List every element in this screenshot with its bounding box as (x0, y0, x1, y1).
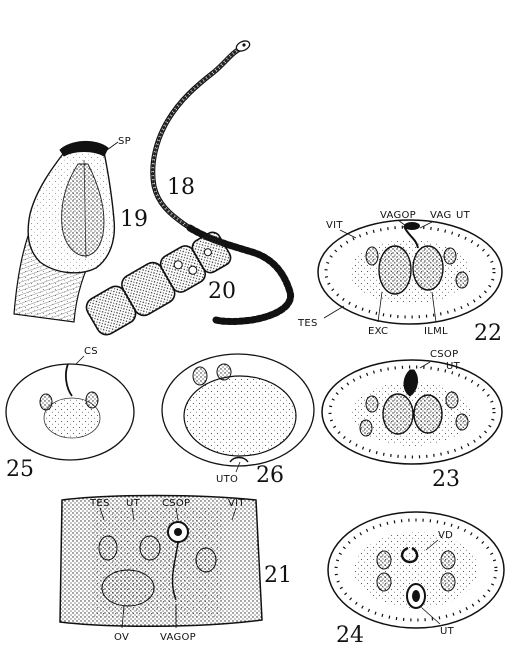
fig21-label-csop: CSOP (162, 498, 190, 509)
fig22-testis-1 (365, 246, 379, 266)
fig18-segment-chain (186, 224, 294, 325)
fig23-cirrus-sac (403, 369, 418, 397)
fig21-ovary (101, 569, 155, 607)
fig21-label-vit: VIT (228, 498, 245, 509)
fig22-ovary-left (378, 245, 412, 295)
fig21-label-tes: TES (89, 498, 110, 509)
fig25-label-cs: CS (84, 346, 98, 357)
fig23-number: 23 (432, 467, 460, 492)
fig19-label-sp: SP (118, 136, 131, 147)
figure-23: CSOP UT 23 (321, 349, 503, 492)
fig23-label-ut: UT (446, 361, 461, 372)
fig26-label-uto: UTO (216, 474, 238, 485)
fig24-vas-deferens (400, 546, 419, 564)
fig22-label-ut: UT (456, 210, 471, 221)
fig21-label-ut: UT (126, 498, 141, 509)
fig22-testis-2 (443, 247, 457, 265)
fig22-ovary-right (412, 245, 444, 291)
fig22-label-vit: VIT (326, 220, 343, 231)
fig21-number: 21 (264, 563, 292, 588)
fig19-number: 19 (120, 207, 148, 232)
fig24-label-vd: VD (438, 530, 453, 541)
fig26-uterus (183, 375, 297, 457)
figure-24: VD UT 24 (327, 511, 505, 648)
fig22-label-exc: EXC (368, 326, 388, 337)
fig25-ovary (43, 397, 101, 439)
figure-26: UTO 26 (161, 353, 315, 488)
fig22-vagina (403, 225, 419, 249)
fig18-number: 18 (167, 175, 195, 200)
fig22-label-vag: VAG (430, 210, 452, 221)
fig23-label-csop: CSOP (430, 349, 458, 360)
figure-21: TES UT CSOP VIT OV VAGOP 21 (59, 494, 292, 643)
fig19-apical-sucker (59, 141, 109, 157)
fig22-number: 22 (474, 321, 502, 346)
fig26-uterine-opening (229, 456, 249, 463)
fig21-label-vagop: VAGOP (160, 632, 196, 643)
fig20-number: 20 (208, 279, 236, 304)
fig23-ovary-right (413, 394, 443, 434)
fig22-label-vagop: VAGOP (380, 210, 416, 221)
fig22-testis-3 (455, 271, 469, 289)
fig24-label-ut: UT (440, 626, 455, 637)
fig23-ovary-left (382, 393, 414, 435)
fig22-label-ilml: ILML (424, 326, 448, 337)
fig22-label-tes: TES (297, 318, 318, 329)
figure-19: SP 19 (13, 136, 148, 323)
figure-20: 20 (85, 231, 236, 336)
figure-22: VAGOP VAG UT VIT TES EXC ILML 22 (297, 210, 503, 346)
figure-25: CS 25 (5, 346, 135, 482)
fig26-number: 26 (256, 463, 284, 488)
fig21-label-ov: OV (114, 632, 129, 643)
figure-18: 18 (150, 40, 294, 325)
fig24-number: 24 (336, 623, 364, 648)
fig25-number: 25 (6, 457, 34, 482)
fig25-cirrus-sac (65, 363, 73, 397)
